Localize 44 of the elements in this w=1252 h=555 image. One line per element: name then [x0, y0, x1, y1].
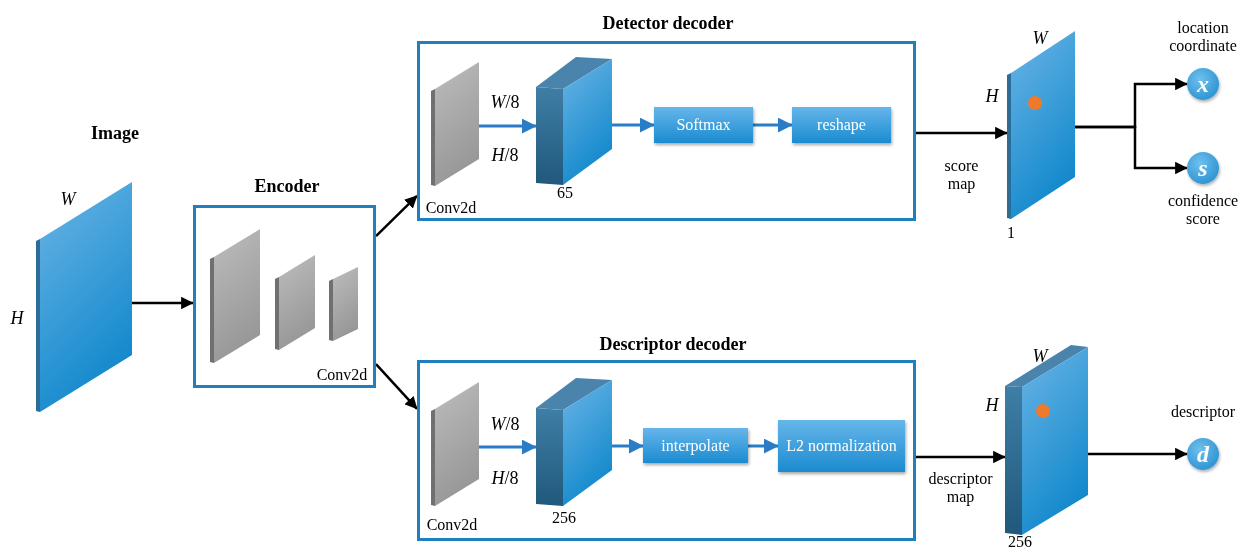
channel-label: 256 — [551, 508, 577, 528]
arrow — [375, 194, 418, 237]
layer-label: Conv2d — [424, 198, 478, 218]
dimension-label: H — [984, 85, 1000, 107]
arrow — [1088, 447, 1188, 461]
process-box: interpolate — [643, 428, 748, 463]
image-title: Image — [90, 122, 140, 144]
dimension-label: W — [1031, 345, 1050, 367]
section-title: Descriptor decoder — [598, 333, 748, 355]
dimension-label: W/8 — [489, 91, 521, 113]
arrow — [479, 439, 537, 455]
channel-label: 256 — [1007, 532, 1033, 552]
channel-label: 1 — [1006, 223, 1016, 243]
arrow — [753, 117, 793, 133]
dimension-label: H — [984, 394, 1000, 416]
process-box: reshape — [792, 107, 891, 143]
output-circle: d — [1187, 438, 1219, 470]
arrow — [612, 438, 644, 454]
layer-label: Conv2d — [425, 515, 479, 535]
dimension-label: W/8 — [489, 413, 521, 435]
dimension-label: H/8 — [490, 467, 520, 489]
section-title: Detector decoder — [601, 12, 735, 34]
arrow — [479, 118, 537, 134]
process-box: Softmax — [654, 107, 753, 143]
arrow — [1075, 125, 1188, 175]
output-circle: x — [1187, 68, 1219, 100]
output-label: confidence score — [1166, 191, 1240, 229]
dimension-label: W — [1031, 27, 1050, 49]
arrow — [132, 296, 194, 310]
dimension-label: W — [59, 188, 78, 210]
section-title: Encoder — [253, 175, 321, 197]
arrow — [612, 117, 655, 133]
arrow — [375, 363, 418, 410]
output-circle: s — [1187, 152, 1219, 184]
output-label: descriptor — [1170, 402, 1236, 422]
arrow — [916, 126, 1008, 140]
arrow — [748, 438, 779, 454]
dimension-label: H/8 — [490, 144, 520, 166]
process-box: L2 normalization — [778, 420, 905, 472]
channel-label: 65 — [556, 183, 574, 203]
layer-label: Conv2d — [315, 365, 369, 385]
arrow — [916, 450, 1006, 464]
dimension-label: H — [9, 307, 25, 329]
output-label: location coordinate — [1168, 18, 1238, 56]
